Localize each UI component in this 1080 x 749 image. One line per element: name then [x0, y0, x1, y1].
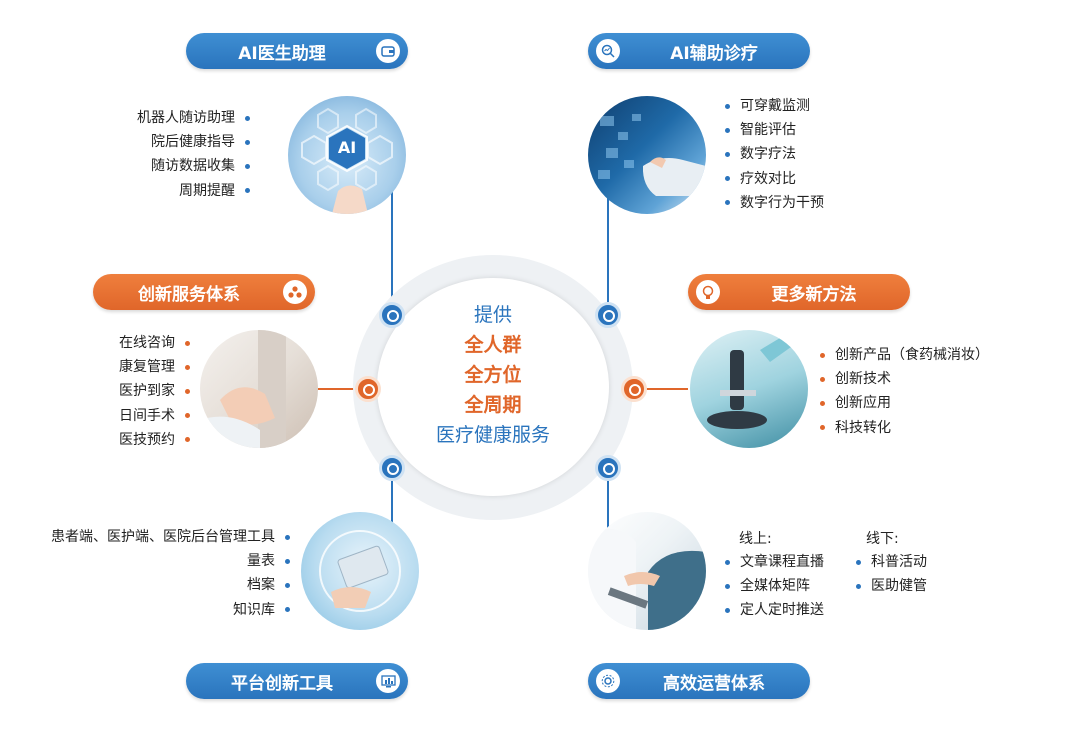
gear-network-icon	[596, 669, 620, 693]
list-item: 定人定时推送	[725, 598, 855, 622]
photo-service-system	[200, 330, 318, 448]
center-hub	[377, 278, 609, 496]
pill-service-system: 创新服务体系	[93, 274, 315, 310]
node-top-right	[595, 302, 621, 328]
center-line-service: 医疗健康服务	[435, 424, 550, 446]
list-item: 康复管理	[40, 355, 190, 379]
list-item: 随访数据收集	[100, 154, 250, 178]
pill-operations: 高效运营体系	[588, 663, 810, 699]
list-item: 机器人随访助理	[100, 106, 250, 130]
photo-new-methods	[690, 330, 808, 448]
list-item: 知识库	[20, 598, 290, 622]
list-item: 在线咨询	[40, 331, 190, 355]
center-line-all-cycle: 全周期	[464, 394, 522, 416]
node-bottom-right	[595, 455, 621, 481]
list-ai-diagnosis: 可穿戴监测 智能评估 数字疗法 疗效对比 数字行为干预	[725, 94, 885, 215]
list-item: 周期提醒	[100, 179, 250, 203]
node-left	[355, 376, 381, 402]
node-bottom-left	[379, 455, 405, 481]
node-right	[621, 376, 647, 402]
list-item: 可穿戴监测	[725, 94, 885, 118]
pill-new-methods: 更多新方法	[688, 274, 910, 310]
center-line-all-people: 全人群	[464, 334, 522, 356]
list-item: 量表	[20, 549, 290, 573]
list-item: 疗效对比	[725, 167, 885, 191]
photo-operations	[588, 512, 706, 630]
list-item: 创新产品（食药械消妆）	[820, 343, 1040, 367]
pill-service-system-title: 创新服务体系	[138, 284, 240, 305]
center-line-provide: 提供	[473, 304, 512, 326]
list-item: 患者端、医护端、医院后台管理工具	[20, 525, 290, 549]
list-item: 档案	[20, 573, 290, 597]
pill-platform-tools: 平台创新工具	[186, 663, 408, 699]
pill-operations-title: 高效运营体系	[663, 673, 765, 694]
list-item: 全媒体矩阵	[725, 574, 855, 598]
list-item: 创新技术	[820, 367, 1040, 391]
pill-ai-diagnosis-title: AI辅助诊疗	[670, 43, 758, 64]
list-item: 医助健管	[856, 574, 976, 598]
pill-ai-assistant-title: AI医生助理	[238, 43, 326, 64]
list-item: 数字疗法	[725, 142, 885, 166]
list-item: 文章课程直播	[725, 550, 855, 574]
list-operations-online: 文章课程直播 全媒体矩阵 定人定时推送	[725, 550, 855, 623]
photo-ai-badge: AI	[337, 138, 357, 157]
monitor-chart-icon	[376, 669, 400, 693]
pill-new-methods-title: 更多新方法	[771, 284, 857, 305]
center-hub-text: 提供 全人群 全方位 全周期 医疗健康服务	[377, 300, 609, 450]
online-label: 线上:	[739, 531, 772, 547]
photo-ai-diagnosis	[588, 96, 706, 214]
list-item: 数字行为干预	[725, 191, 885, 215]
pill-ai-assistant: AI医生助理	[186, 33, 408, 69]
list-platform-tools: 患者端、医护端、医院后台管理工具 量表 档案 知识库	[20, 525, 290, 622]
list-new-methods: 创新产品（食药械消妆） 创新技术 创新应用 科技转化	[820, 343, 1040, 440]
chart-search-icon	[596, 39, 620, 63]
list-item: 日间手术	[40, 404, 190, 428]
pill-platform-tools-title: 平台创新工具	[231, 673, 333, 694]
center-line-all-aspects: 全方位	[464, 364, 522, 386]
lightbulb-icon	[696, 280, 720, 304]
pill-ai-diagnosis: AI辅助诊疗	[588, 33, 810, 69]
node-top-left	[379, 302, 405, 328]
list-item: 创新应用	[820, 391, 1040, 415]
list-operations-offline: 科普活动 医助健管	[856, 550, 976, 598]
list-item: 科普活动	[856, 550, 976, 574]
list-ai-assistant: 机器人随访助理 院后健康指导 随访数据收集 周期提醒	[100, 106, 250, 203]
list-service-system: 在线咨询 康复管理 医护到家 日间手术 医技预约	[40, 331, 190, 452]
list-item: 医技预约	[40, 428, 190, 452]
molecule-icon	[283, 280, 307, 304]
photo-platform-tools	[301, 512, 419, 630]
list-item: 医护到家	[40, 379, 190, 403]
offline-label: 线下:	[866, 531, 899, 547]
list-item: 智能评估	[725, 118, 885, 142]
wallet-icon	[376, 39, 400, 63]
list-item: 科技转化	[820, 416, 1040, 440]
photo-ai-assistant: AI	[288, 96, 406, 214]
list-item: 院后健康指导	[100, 130, 250, 154]
